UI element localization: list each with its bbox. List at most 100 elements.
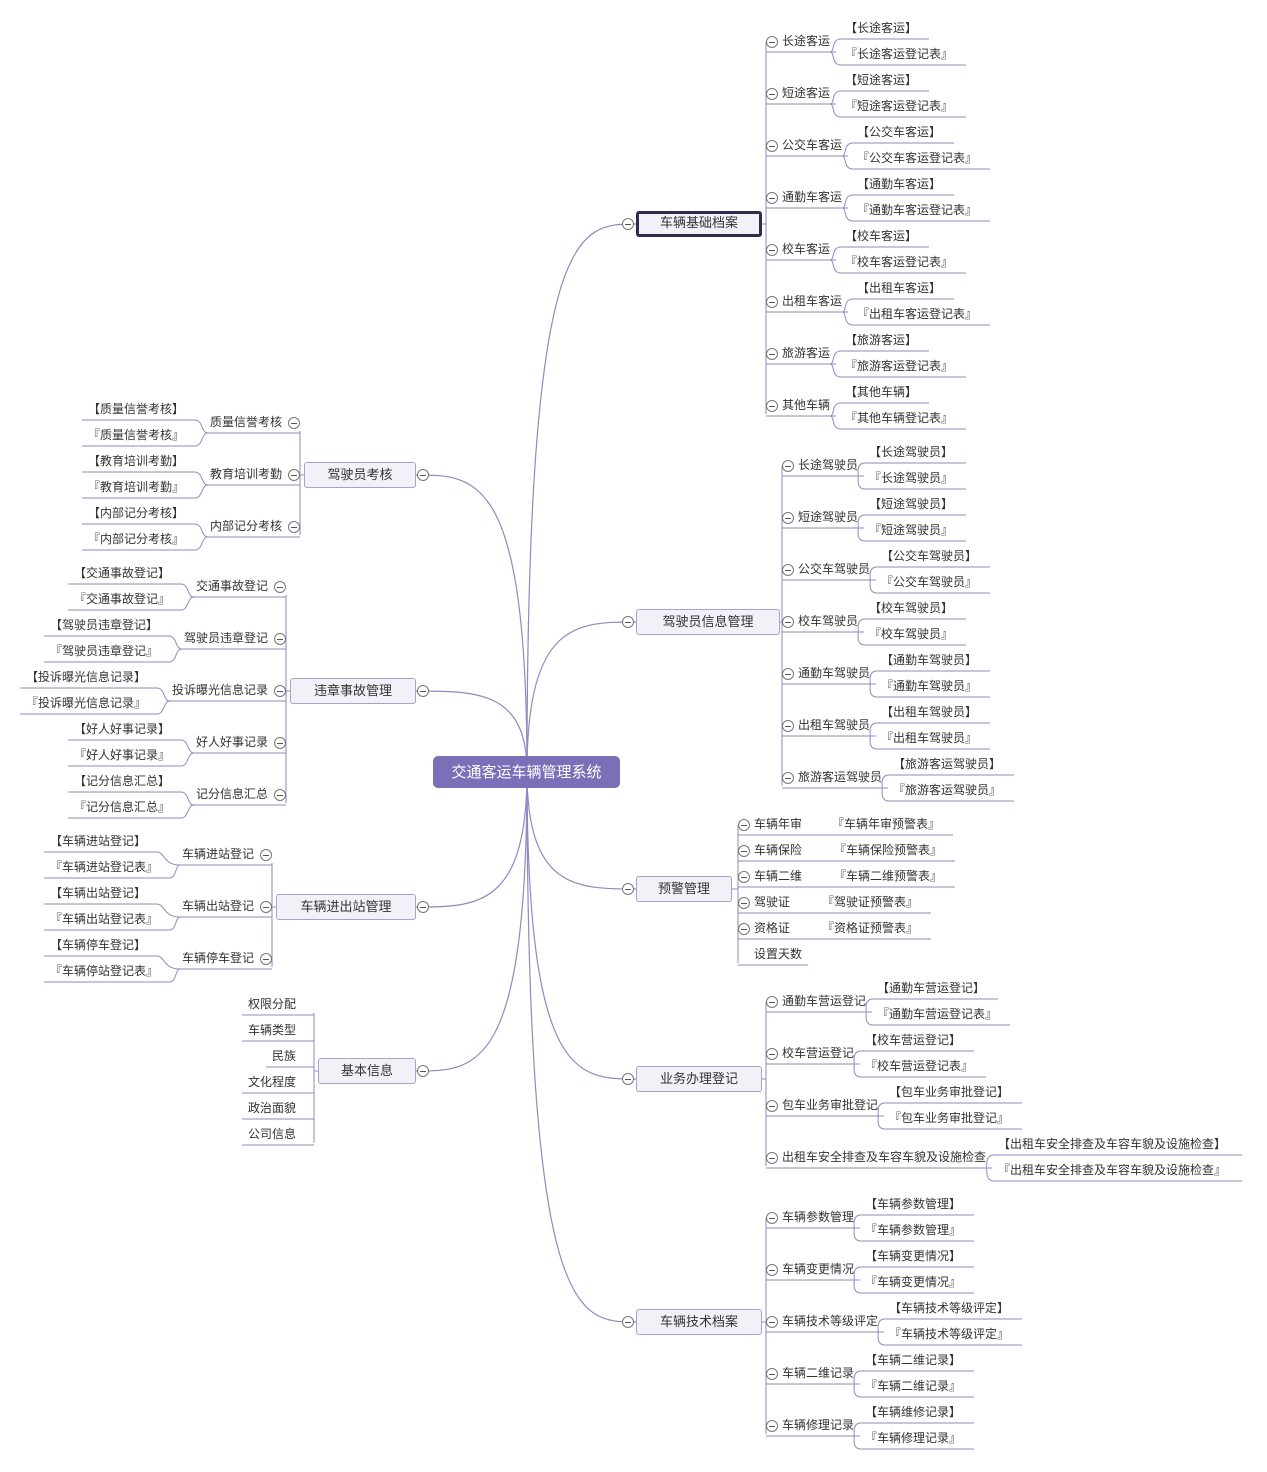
topic-node[interactable]: 车辆技术等级评定 — [782, 1314, 879, 1328]
branch-node[interactable]: 车辆技术档案 — [636, 1309, 762, 1335]
branch-node[interactable]: 驾驶员考核 — [304, 462, 416, 488]
branch-node[interactable]: 基本信息 — [318, 1058, 416, 1084]
topic-node[interactable]: 校车驾驶员 — [798, 614, 859, 628]
collapse-toggle-icon[interactable] — [622, 616, 634, 628]
branch-node[interactable]: 车辆进出站管理 — [276, 894, 416, 920]
topic-node[interactable]: 通勤车客运 — [782, 190, 843, 204]
collapse-toggle-icon[interactable] — [782, 772, 794, 784]
branch-node[interactable]: 违章事故管理 — [290, 678, 416, 704]
topic-node[interactable]: 车辆二维记录 — [782, 1366, 855, 1380]
topic-node[interactable]: 记分信息汇总 — [196, 787, 269, 801]
collapse-toggle-icon[interactable] — [782, 460, 794, 472]
branch-node[interactable]: 业务办理登记 — [636, 1066, 762, 1092]
topic-node[interactable]: 资格证 — [754, 921, 791, 935]
topic-node[interactable]: 质量信誉考核 — [210, 415, 283, 429]
collapse-toggle-icon[interactable] — [766, 244, 778, 256]
collapse-toggle-icon[interactable] — [766, 192, 778, 204]
topic-node[interactable]: 出租车客运 — [782, 294, 843, 308]
topic-node[interactable]: 教育培训考勤 — [210, 467, 283, 481]
collapse-toggle-icon[interactable] — [622, 1073, 634, 1085]
topic-node[interactable]: 车辆变更情况 — [782, 1262, 855, 1276]
topic-node[interactable]: 校车营运登记 — [782, 1046, 855, 1060]
collapse-toggle-icon[interactable] — [782, 668, 794, 680]
collapse-toggle-icon[interactable] — [782, 512, 794, 524]
root-node[interactable]: 交通客运车辆管理系统 — [433, 756, 620, 788]
collapse-toggle-icon[interactable] — [274, 737, 286, 749]
topic-node[interactable]: 内部记分考核 — [210, 519, 283, 533]
topic-node[interactable]: 车辆保险 — [754, 843, 803, 857]
collapse-toggle-icon[interactable] — [766, 1048, 778, 1060]
collapse-toggle-icon[interactable] — [288, 521, 300, 533]
collapse-toggle-icon[interactable] — [417, 1065, 429, 1077]
topic-node[interactable]: 投诉曝光信息记录 — [172, 683, 269, 697]
branch-node[interactable]: 预警管理 — [636, 876, 732, 902]
topic-node[interactable]: 政治面貌 — [248, 1101, 297, 1115]
collapse-toggle-icon[interactable] — [260, 953, 272, 965]
topic-node[interactable]: 公交车驾驶员 — [798, 562, 871, 576]
collapse-toggle-icon[interactable] — [766, 996, 778, 1008]
collapse-toggle-icon[interactable] — [622, 883, 634, 895]
collapse-toggle-icon[interactable] — [766, 348, 778, 360]
collapse-toggle-icon[interactable] — [622, 218, 634, 230]
topic-node[interactable]: 文化程度 — [248, 1075, 297, 1089]
topic-node[interactable]: 车辆类型 — [248, 1023, 297, 1037]
collapse-toggle-icon[interactable] — [288, 469, 300, 481]
topic-node[interactable]: 通勤车驾驶员 — [798, 666, 871, 680]
topic-node[interactable]: 民族 — [272, 1049, 297, 1063]
collapse-toggle-icon[interactable] — [782, 616, 794, 628]
topic-node[interactable]: 通勤车营运登记 — [782, 994, 867, 1008]
collapse-toggle-icon[interactable] — [766, 1152, 778, 1164]
collapse-toggle-icon[interactable] — [274, 581, 286, 593]
collapse-toggle-icon[interactable] — [766, 1212, 778, 1224]
topic-node[interactable]: 驾驶证 — [754, 895, 791, 909]
topic-node[interactable]: 车辆停车登记 — [182, 951, 255, 965]
topic-node[interactable]: 长途驾驶员 — [798, 458, 859, 472]
collapse-toggle-icon[interactable] — [766, 88, 778, 100]
topic-node[interactable]: 出租车安全排查及车容车貌及设施检查 — [782, 1150, 987, 1164]
collapse-toggle-icon[interactable] — [738, 819, 750, 831]
collapse-toggle-icon[interactable] — [260, 849, 272, 861]
collapse-toggle-icon[interactable] — [738, 897, 750, 909]
collapse-toggle-icon[interactable] — [274, 633, 286, 645]
topic-node[interactable]: 包车业务审批登记 — [782, 1098, 879, 1112]
topic-node[interactable]: 驾驶员违章登记 — [184, 631, 269, 645]
topic-node[interactable]: 车辆年审 — [754, 817, 803, 831]
collapse-toggle-icon[interactable] — [766, 1368, 778, 1380]
topic-node[interactable]: 交通事故登记 — [196, 579, 269, 593]
topic-node[interactable]: 车辆修理记录 — [782, 1418, 855, 1432]
collapse-toggle-icon[interactable] — [766, 140, 778, 152]
topic-node[interactable]: 权限分配 — [248, 997, 297, 1011]
topic-node[interactable]: 公交车客运 — [782, 138, 843, 152]
collapse-toggle-icon[interactable] — [622, 1316, 634, 1328]
topic-node[interactable]: 设置天数 — [754, 947, 803, 961]
collapse-toggle-icon[interactable] — [766, 1420, 778, 1432]
collapse-toggle-icon[interactable] — [260, 901, 272, 913]
branch-node[interactable]: 车辆基础档案 — [636, 211, 762, 237]
collapse-toggle-icon[interactable] — [417, 901, 429, 913]
collapse-toggle-icon[interactable] — [782, 720, 794, 732]
collapse-toggle-icon[interactable] — [766, 1100, 778, 1112]
topic-node[interactable]: 其他车辆 — [782, 398, 831, 412]
topic-node[interactable]: 公司信息 — [248, 1127, 297, 1141]
collapse-toggle-icon[interactable] — [738, 923, 750, 935]
topic-node[interactable]: 车辆二维 — [754, 869, 803, 883]
branch-node[interactable]: 驾驶员信息管理 — [636, 609, 780, 635]
topic-node[interactable]: 车辆进站登记 — [182, 847, 255, 861]
topic-node[interactable]: 好人好事记录 — [196, 735, 269, 749]
topic-node[interactable]: 短途客运 — [782, 86, 831, 100]
collapse-toggle-icon[interactable] — [766, 400, 778, 412]
collapse-toggle-icon[interactable] — [766, 36, 778, 48]
collapse-toggle-icon[interactable] — [766, 1264, 778, 1276]
collapse-toggle-icon[interactable] — [738, 871, 750, 883]
topic-node[interactable]: 旅游客运驾驶员 — [798, 770, 883, 784]
topic-node[interactable]: 校车客运 — [782, 242, 831, 256]
topic-node[interactable]: 短途驾驶员 — [798, 510, 859, 524]
topic-node[interactable]: 长途客运 — [782, 34, 831, 48]
topic-node[interactable]: 出租车驾驶员 — [798, 718, 871, 732]
collapse-toggle-icon[interactable] — [782, 564, 794, 576]
topic-node[interactable]: 旅游客运 — [782, 346, 831, 360]
collapse-toggle-icon[interactable] — [766, 296, 778, 308]
topic-node[interactable]: 车辆参数管理 — [782, 1210, 855, 1224]
collapse-toggle-icon[interactable] — [766, 1316, 778, 1328]
collapse-toggle-icon[interactable] — [417, 469, 429, 481]
